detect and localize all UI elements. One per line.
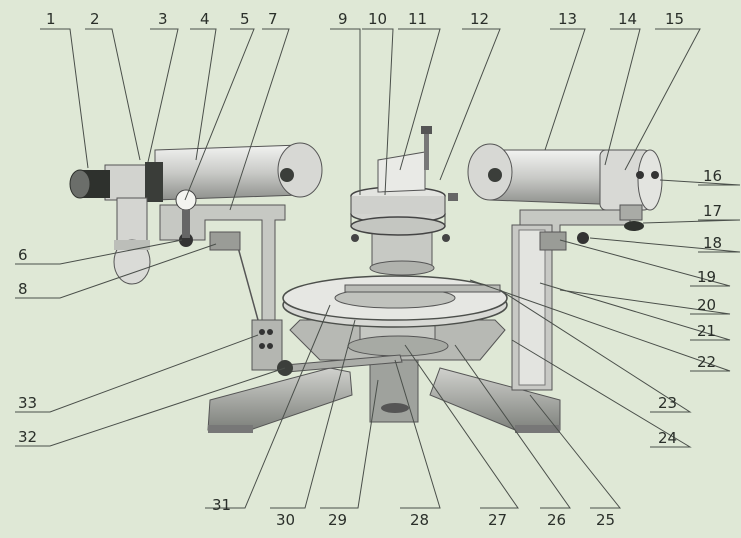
label-9: 9 [338,10,348,28]
label-14: 14 [618,10,637,28]
label-22: 22 [697,353,716,371]
right-support-arm [511,209,631,391]
label-25: 25 [596,511,615,529]
label-3: 3 [158,10,168,28]
label-11: 11 [408,10,427,28]
label-21: 21 [697,322,716,340]
label-19: 19 [697,268,716,286]
divided-circle [282,275,508,328]
label-27: 27 [488,511,507,529]
label-33: 33 [18,394,37,412]
leader-lines [15,28,741,509]
prism-table [350,126,458,276]
label-24: 24 [658,429,677,447]
label-16: 16 [703,167,722,185]
tripod-base [207,359,561,433]
label-8: 8 [18,280,28,298]
label-30: 30 [276,511,295,529]
label-17: 17 [703,202,722,220]
label-7: 7 [268,10,278,28]
label-13: 13 [558,10,577,28]
label-6: 6 [18,246,28,264]
label-32: 32 [18,428,37,446]
label-26: 26 [547,511,566,529]
label-18: 18 [703,234,722,252]
label-10: 10 [368,10,387,28]
label-29: 29 [328,511,347,529]
label-1: 1 [46,10,56,28]
label-20: 20 [697,296,716,314]
left-telescope [69,142,323,285]
right-telescope [467,143,663,231]
label-28: 28 [410,511,429,529]
label-15: 15 [665,10,684,28]
label-12: 12 [470,10,489,28]
number-labels: 1 2 3 4 5 7 9 10 11 12 13 14 15 16 17 18… [18,10,722,529]
label-23: 23 [658,394,677,412]
label-31: 31 [212,496,231,514]
label-5: 5 [240,10,250,28]
label-4: 4 [200,10,210,28]
label-2: 2 [90,10,100,28]
